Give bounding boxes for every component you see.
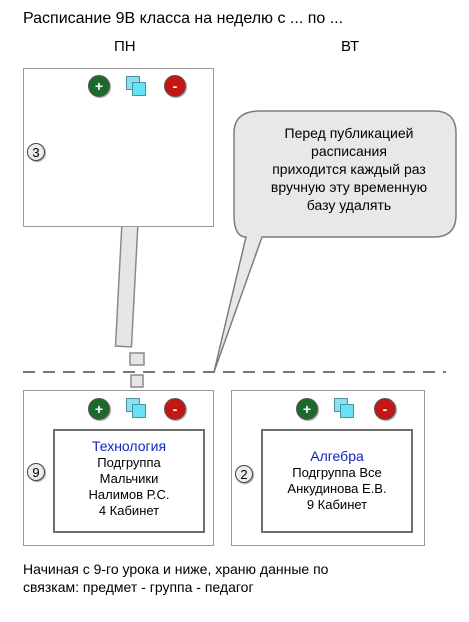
add-lesson-button[interactable]: + bbox=[88, 75, 110, 97]
callout-line: расписания bbox=[311, 143, 387, 159]
footer-note-line: связкам: предмет - группа - педагог bbox=[23, 579, 254, 595]
add-lesson-button[interactable]: + bbox=[296, 398, 318, 420]
add-lesson-button[interactable]: + bbox=[88, 398, 110, 420]
day-header-monday: ПН bbox=[114, 38, 136, 55]
footer-note: Начиная с 9-го урока и ниже, храню данны… bbox=[23, 560, 443, 596]
delete-lesson-button[interactable]: - bbox=[164, 398, 186, 420]
schedule-cell-monday-temp bbox=[23, 68, 214, 227]
lesson-subject: Алгебра bbox=[310, 448, 364, 464]
callout-line: вручную эту временную bbox=[270, 179, 428, 195]
callout-text: Перед публикацией расписания приходится … bbox=[250, 124, 448, 214]
footer-note-line: Начиная с 9-го урока и ниже, храню данны… bbox=[23, 561, 329, 577]
callout-line: Перед публикацией bbox=[284, 125, 414, 141]
callout-line: приходится каждый раз bbox=[272, 161, 426, 177]
lesson-number-badge: 3 bbox=[27, 143, 45, 161]
lesson-card[interactable]: Технология Подгруппа Мальчики Налимов Р.… bbox=[53, 429, 205, 533]
lesson-card[interactable]: Алгебра Подгруппа Все Анкудинова Е.В. 9 … bbox=[261, 429, 413, 533]
lesson-group-name: Мальчики bbox=[99, 471, 159, 486]
copy-icon[interactable] bbox=[125, 397, 147, 419]
lesson-teacher: Анкудинова Е.В. bbox=[287, 481, 387, 496]
lesson-group: Подгруппа Все bbox=[292, 465, 382, 480]
copy-icon[interactable] bbox=[125, 75, 147, 97]
lesson-subject: Технология bbox=[91, 438, 167, 454]
copy-icon[interactable] bbox=[333, 397, 355, 419]
lesson-teacher: Налимов Р.С. bbox=[88, 487, 170, 502]
lesson-number-badge: 9 bbox=[27, 463, 45, 481]
lesson-group: Подгруппа bbox=[97, 455, 161, 470]
delete-lesson-button[interactable]: - bbox=[374, 398, 396, 420]
lesson-room: 4 Кабинет bbox=[98, 503, 160, 518]
lesson-room: 9 Кабинет bbox=[306, 497, 368, 512]
callout-bubble bbox=[213, 110, 457, 373]
callout-line: базу удалять bbox=[306, 197, 392, 213]
arrow-tail-segment bbox=[130, 374, 144, 388]
arrow-tail-segment bbox=[129, 352, 145, 366]
lesson-number-badge: 2 bbox=[235, 465, 253, 483]
day-header-tuesday: ВТ bbox=[341, 38, 360, 55]
delete-lesson-button[interactable]: - bbox=[164, 75, 186, 97]
page-title: Расписание 9В класса на неделю с ... по … bbox=[23, 10, 344, 27]
